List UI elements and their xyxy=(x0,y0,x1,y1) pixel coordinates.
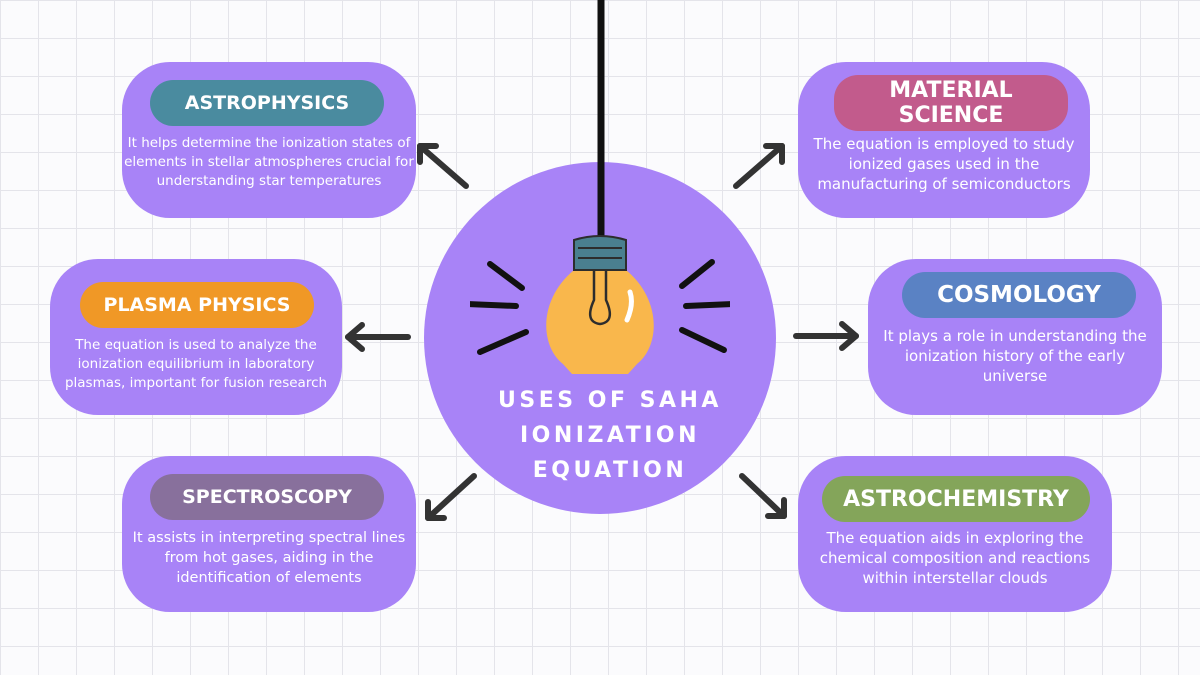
bulb-socket-rings xyxy=(578,247,622,259)
arrow-spectroscopy-icon xyxy=(425,473,477,521)
bulb-glass xyxy=(546,270,654,374)
bulb-rays xyxy=(470,259,730,355)
bulb-socket xyxy=(573,235,627,271)
astrochemistry-label: ASTROCHEMISTRY xyxy=(822,476,1090,522)
arrow-astrochemistry-icon xyxy=(739,473,787,519)
spectroscopy-description: It assists in interpreting spectral line… xyxy=(132,530,406,586)
arrow-cosmology-icon xyxy=(793,321,859,351)
bulb-filament xyxy=(588,270,612,326)
material-science-description: The equation is employed to study ionize… xyxy=(813,135,1075,193)
light-bulb-icon xyxy=(470,0,730,374)
astrophysics-description: It helps determine the ionization states… xyxy=(124,135,414,189)
bulb-highlight xyxy=(624,289,634,323)
arrow-material-science-icon xyxy=(733,143,785,189)
plasma-physics-description: The equation is used to analyze the ioni… xyxy=(64,337,328,391)
cosmology-label: COSMOLOGY xyxy=(902,272,1136,318)
material-science-label: MATERIAL SCIENCE xyxy=(834,75,1068,131)
center-title: USES OF SAHA IONIZATION EQUATION xyxy=(498,388,722,483)
arrow-astrophysics-icon xyxy=(417,143,469,189)
spectroscopy-label: SPECTROSCOPY xyxy=(150,474,384,520)
astrophysics-label: ASTROPHYSICS xyxy=(150,80,384,126)
astrochemistry-description: The equation aids in exploring the chemi… xyxy=(819,529,1091,587)
cosmology-description: It plays a role in understanding the ion… xyxy=(883,327,1147,385)
arrow-plasma-physics-icon xyxy=(345,322,411,352)
plasma-physics-label: PLASMA PHYSICS xyxy=(80,282,314,328)
